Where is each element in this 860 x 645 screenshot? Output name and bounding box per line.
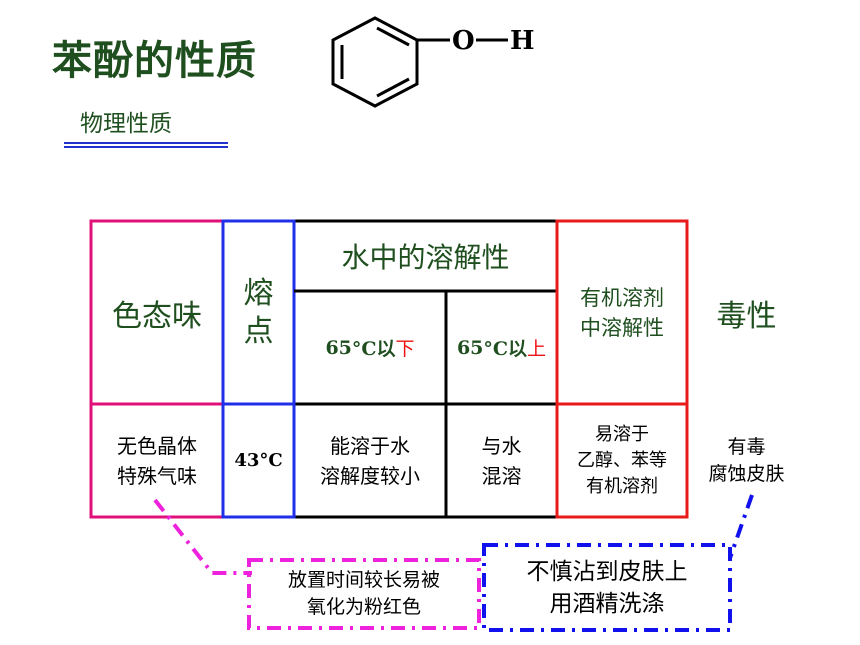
below-word: 下 <box>395 338 415 360</box>
value-below-65-text: 能溶于水 溶解度较小 <box>320 433 420 488</box>
value-toxicity: 有毒 腐蚀皮肤 <box>689 406 804 515</box>
section-subtitle: 物理性质 <box>80 111 172 137</box>
value-color-state-odor: 无色晶体 特殊气味 <box>93 406 221 515</box>
benzene-ring <box>331 16 419 108</box>
value-color-state-odor-text: 无色晶体 特殊气味 <box>117 433 197 488</box>
above-temp-number: 65 <box>456 336 484 359</box>
hydrogen-label: H <box>510 26 535 56</box>
header-color-state-odor-label: 色态味 <box>112 298 202 334</box>
header-melting-point-label: 熔 点 <box>243 275 274 349</box>
note-oxidation-text: 放置时间较长易被 氧化为粉红色 <box>287 569 440 618</box>
oxygen-label: O <box>452 26 475 56</box>
phenol-structure-diagram: O H <box>331 16 535 108</box>
above-temp-unit: °C以 <box>483 338 528 360</box>
header-water-solubility: 水中的溶解性 <box>296 223 555 289</box>
value-melting-point: 43°C <box>225 406 292 515</box>
header-color-state-odor: 色态味 <box>93 223 221 402</box>
header-toxicity-label: 毒性 <box>716 298 777 334</box>
value-organic-solubility: 易溶于 乙醇、苯等 有机溶剂 <box>559 406 685 515</box>
value-melting-point-text: 43°C <box>234 450 283 471</box>
header-organic-solubility-label: 有机溶剂 中溶解性 <box>580 285 664 340</box>
value-organic-solubility-text: 易溶于 乙醇、苯等 有机溶剂 <box>577 423 667 497</box>
note-wash: 不慎沾到皮肤上 用酒精洗涤 <box>486 547 728 628</box>
header-above-65: 65°C以上 <box>448 293 555 402</box>
page-title: 苯酚的性质 <box>52 38 257 84</box>
note-oxidation: 放置时间较长易被 氧化为粉红色 <box>251 562 477 626</box>
value-toxicity-text: 有毒 腐蚀皮肤 <box>708 435 785 485</box>
header-toxicity: 毒性 <box>689 223 804 402</box>
header-below-65: 65°C以下 <box>296 293 444 402</box>
header-water-solubility-label: 水中的溶解性 <box>341 241 510 274</box>
value-below-65: 能溶于水 溶解度较小 <box>296 406 444 515</box>
value-above-65: 与水 混溶 <box>448 406 555 515</box>
above-word: 上 <box>527 338 547 360</box>
header-organic-solubility: 有机溶剂 中溶解性 <box>559 223 685 402</box>
header-melting-point: 熔 点 <box>225 223 292 402</box>
subtitle-underline <box>64 142 228 148</box>
below-temp-number: 65 <box>325 336 352 359</box>
value-above-65-text: 与水 混溶 <box>481 433 522 488</box>
below-temp-unit: °C以 <box>351 338 396 360</box>
note-wash-text: 不慎沾到皮肤上 用酒精洗涤 <box>526 558 688 617</box>
